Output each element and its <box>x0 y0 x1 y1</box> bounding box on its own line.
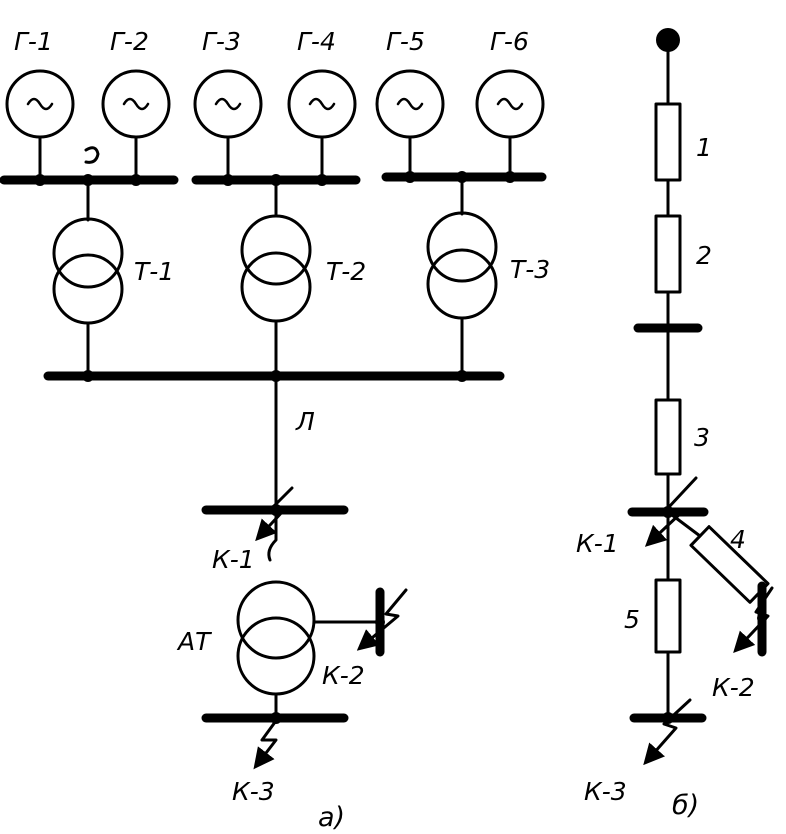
element-label-1: 1 <box>696 133 712 162</box>
fault-k3-label: К-3 <box>232 777 275 806</box>
generator-label-4: Г-4 <box>297 27 336 56</box>
transformer-3 <box>426 175 498 378</box>
element-label-4: 4 <box>730 525 746 554</box>
line-label: Л <box>295 407 315 436</box>
autotransformer <box>236 508 382 720</box>
caption-b: б) <box>672 790 699 821</box>
generator-label-3: Г-3 <box>202 27 241 56</box>
transformer-label-1: Т-1 <box>134 257 174 286</box>
generator-4 <box>287 69 357 182</box>
scheme-a: Г-1 Г-2 Г-3 Г-4 Г-5 Г-6 <box>0 27 550 833</box>
fault-k2-arrow-icon <box>356 588 408 651</box>
ink-mark <box>84 146 100 164</box>
generator-label-5: Г-5 <box>386 27 425 56</box>
transformer-1 <box>52 178 124 378</box>
ac-sine-icon <box>496 97 524 111</box>
fault-k1-arrow-icon-b <box>644 476 698 547</box>
autotransformer-label: АТ <box>176 627 212 656</box>
fault-k3-arrow-icon <box>253 716 280 770</box>
generator-2 <box>101 69 171 182</box>
generator-1 <box>5 69 75 182</box>
ac-sine-icon <box>396 97 424 111</box>
scheme-b: 1 2 3 К-1 4 К-2 5 К-3 б) <box>576 28 774 821</box>
generator-label-6: Г-6 <box>490 27 529 56</box>
transformer-label-2: Т-2 <box>326 257 366 286</box>
fault-k2-label-b: К-2 <box>712 673 755 702</box>
fault-k1-label-b: К-1 <box>576 529 619 558</box>
caption-a: а) <box>318 802 345 833</box>
ac-sine-icon <box>26 97 54 111</box>
fault-k3-label-b: К-3 <box>584 777 627 806</box>
generator-5 <box>375 69 445 179</box>
fault-k2-label: К-2 <box>322 661 365 690</box>
element-2 <box>654 214 682 294</box>
ac-sine-icon <box>122 97 150 111</box>
fault-k3-arrow-icon-b <box>643 698 692 766</box>
generator-6 <box>475 69 545 179</box>
ac-sine-icon <box>308 97 336 111</box>
fault-k1-label: К-1 <box>212 545 255 574</box>
element-label-3: 3 <box>694 423 710 452</box>
element-1 <box>654 102 682 182</box>
ac-sine-icon <box>214 97 242 111</box>
fault-k1-arrow-icon <box>255 486 294 542</box>
transformer-2 <box>240 178 312 378</box>
fault-k2-arrow-icon-b <box>733 586 774 654</box>
element-3 <box>654 398 682 476</box>
generator-label-2: Г-2 <box>110 27 149 56</box>
transformer-label-3: Т-3 <box>510 255 550 284</box>
element-5 <box>654 578 682 654</box>
element-label-2: 2 <box>696 241 712 270</box>
generator-3 <box>193 69 263 182</box>
element-label-5: 5 <box>624 605 640 634</box>
generator-label-1: Г-1 <box>14 27 53 56</box>
